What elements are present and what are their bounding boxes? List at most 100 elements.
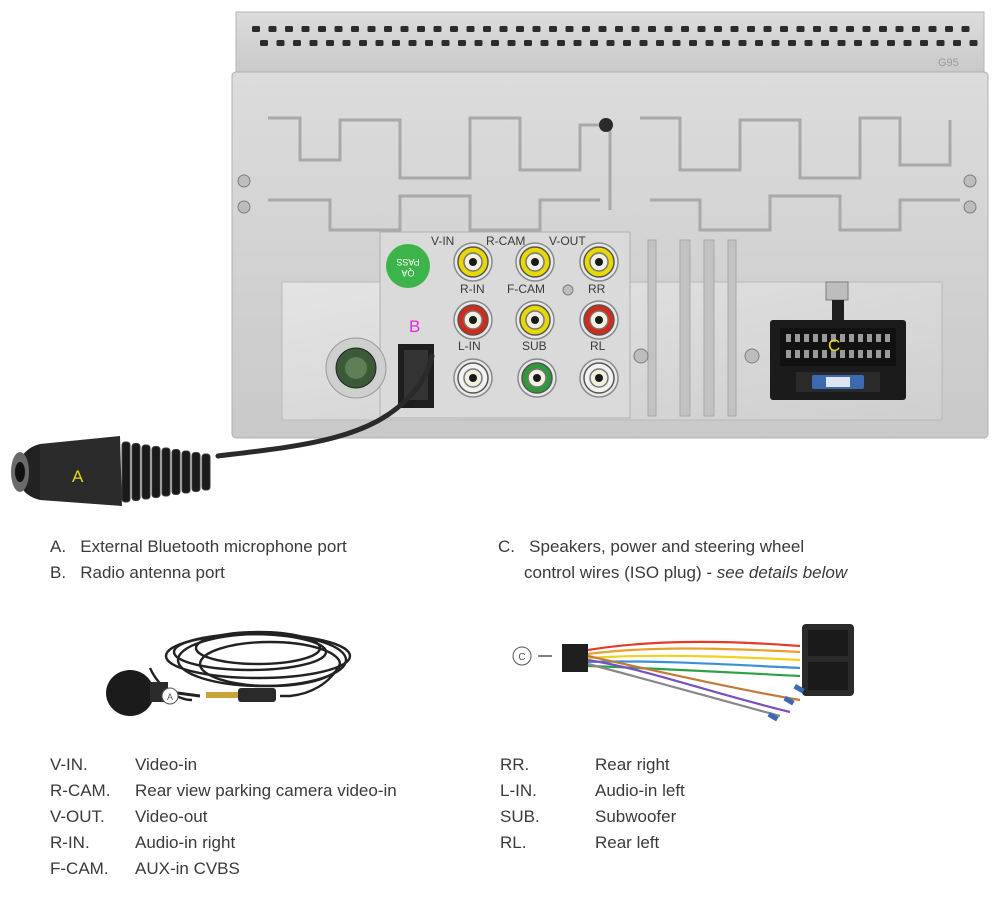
plug-strain-rib [191, 452, 201, 492]
vent-slot [639, 40, 648, 46]
rca-jack-fcam [515, 300, 555, 340]
description-c-letter: C. [498, 537, 515, 556]
plug-strain-rib [201, 453, 211, 491]
legend-right-abbr: RL. [500, 833, 527, 852]
iso-pin [858, 334, 863, 342]
ground-screw [562, 284, 574, 296]
vent-slot [268, 26, 277, 32]
vent-slot [895, 26, 904, 32]
legend-left-desc: Video-out [135, 807, 208, 826]
vent-slot [334, 26, 343, 32]
vent-slot [870, 40, 879, 46]
plate-screw [633, 348, 649, 364]
description-b-letter: B. [50, 563, 67, 582]
description-c-continued: control wires (ISO plug) - see details b… [524, 563, 847, 583]
iso-pin [795, 334, 800, 342]
vent-slot [664, 26, 673, 32]
vent-slot [483, 26, 491, 32]
legend-right-desc: Rear right [595, 755, 670, 774]
plug-strain-rib [151, 446, 161, 498]
legend-right-abbr: SUB. [500, 807, 540, 826]
rca-jack-grid [453, 242, 619, 398]
svg-text:PASS: PASS [396, 257, 419, 267]
vent-slot [615, 26, 623, 32]
plate-screw [744, 348, 760, 364]
mic-jack-plug [11, 436, 211, 506]
iso-pin [804, 334, 809, 342]
marker-a: A [72, 467, 84, 486]
vent-slot [285, 26, 293, 32]
description-a-text: External Bluetooth microphone port [80, 537, 347, 556]
vent-slot [961, 26, 970, 32]
plug-strain-rib [161, 447, 171, 497]
rca-jack-rl [579, 358, 619, 398]
vent-slot [491, 40, 499, 46]
iso-pin [813, 350, 818, 358]
mid-bars [647, 239, 737, 417]
port-label-lin: L-IN [458, 339, 481, 353]
vent-slot [598, 26, 607, 32]
vent-slot [755, 40, 763, 46]
vent-slot [499, 26, 508, 32]
vent-slot [854, 40, 862, 46]
iso-pin [795, 350, 800, 358]
vent-slot [780, 26, 788, 32]
top-vent-panel: G95 [235, 11, 985, 75]
vent-slot [532, 26, 541, 32]
port-label-rr: RR [588, 282, 606, 296]
rca-jack-vin [453, 242, 493, 282]
iso-pin [804, 350, 809, 358]
legend-left-abbr: F-CAM. [50, 859, 109, 878]
legend-right-abbr: RR. [500, 755, 530, 774]
vent-slot [788, 40, 796, 46]
vent-slot [953, 40, 961, 46]
port-label-rcam: R-CAM [486, 234, 525, 248]
vent-slot [450, 26, 458, 32]
legend-left-abbr: R-IN. [50, 833, 90, 852]
iso-pin [867, 350, 872, 358]
iso-pin [840, 350, 845, 358]
marker-c: C [828, 336, 840, 355]
vent-slot [351, 26, 359, 32]
vent-slot [945, 26, 953, 32]
vent-slot [837, 40, 846, 46]
vent-slot [887, 40, 895, 46]
iso-pin [876, 350, 881, 358]
marker-b: B [409, 317, 420, 336]
plug-strain-rib [131, 443, 141, 501]
description-b: B. Radio antenna port [50, 563, 225, 583]
rca-jack-rin [453, 300, 493, 340]
vent-slot [367, 26, 376, 32]
vent-slot [384, 26, 392, 32]
description-a: A. External Bluetooth microphone port [50, 537, 347, 557]
vent-slot [276, 40, 285, 46]
vent-slot [458, 40, 466, 46]
mic-port-socket [325, 337, 387, 399]
vent-slot [375, 40, 384, 46]
mic-cable [215, 353, 435, 459]
svg-text:C: C [518, 652, 525, 663]
vent-slot [821, 40, 829, 46]
iso-harness-photo: C [512, 624, 854, 722]
rca-jack-rr [579, 300, 619, 340]
vent-slot [936, 40, 945, 46]
vent-slot [846, 26, 854, 32]
legend-right-desc: Rear left [595, 833, 660, 852]
vent-slot [681, 26, 689, 32]
vent-slot [565, 26, 574, 32]
iso-pin [786, 350, 791, 358]
legend-left-desc: Rear view parking camera video-in [135, 781, 397, 800]
legend-left-desc: AUX-in CVBS [135, 859, 240, 878]
port-label-rl: RL [590, 339, 606, 353]
vent-slot [359, 40, 367, 46]
legend-left-abbr: V-IN. [50, 755, 88, 774]
vent-slot [631, 26, 640, 32]
legend-left-abbr: V-OUT. [50, 807, 105, 826]
vent-slot [573, 40, 582, 46]
iso-pin [885, 334, 890, 342]
vent-slot [804, 40, 813, 46]
bluetooth-microphone-photo: A [106, 630, 352, 716]
vent-slot [318, 26, 326, 32]
plug-strain-rib [121, 441, 131, 503]
